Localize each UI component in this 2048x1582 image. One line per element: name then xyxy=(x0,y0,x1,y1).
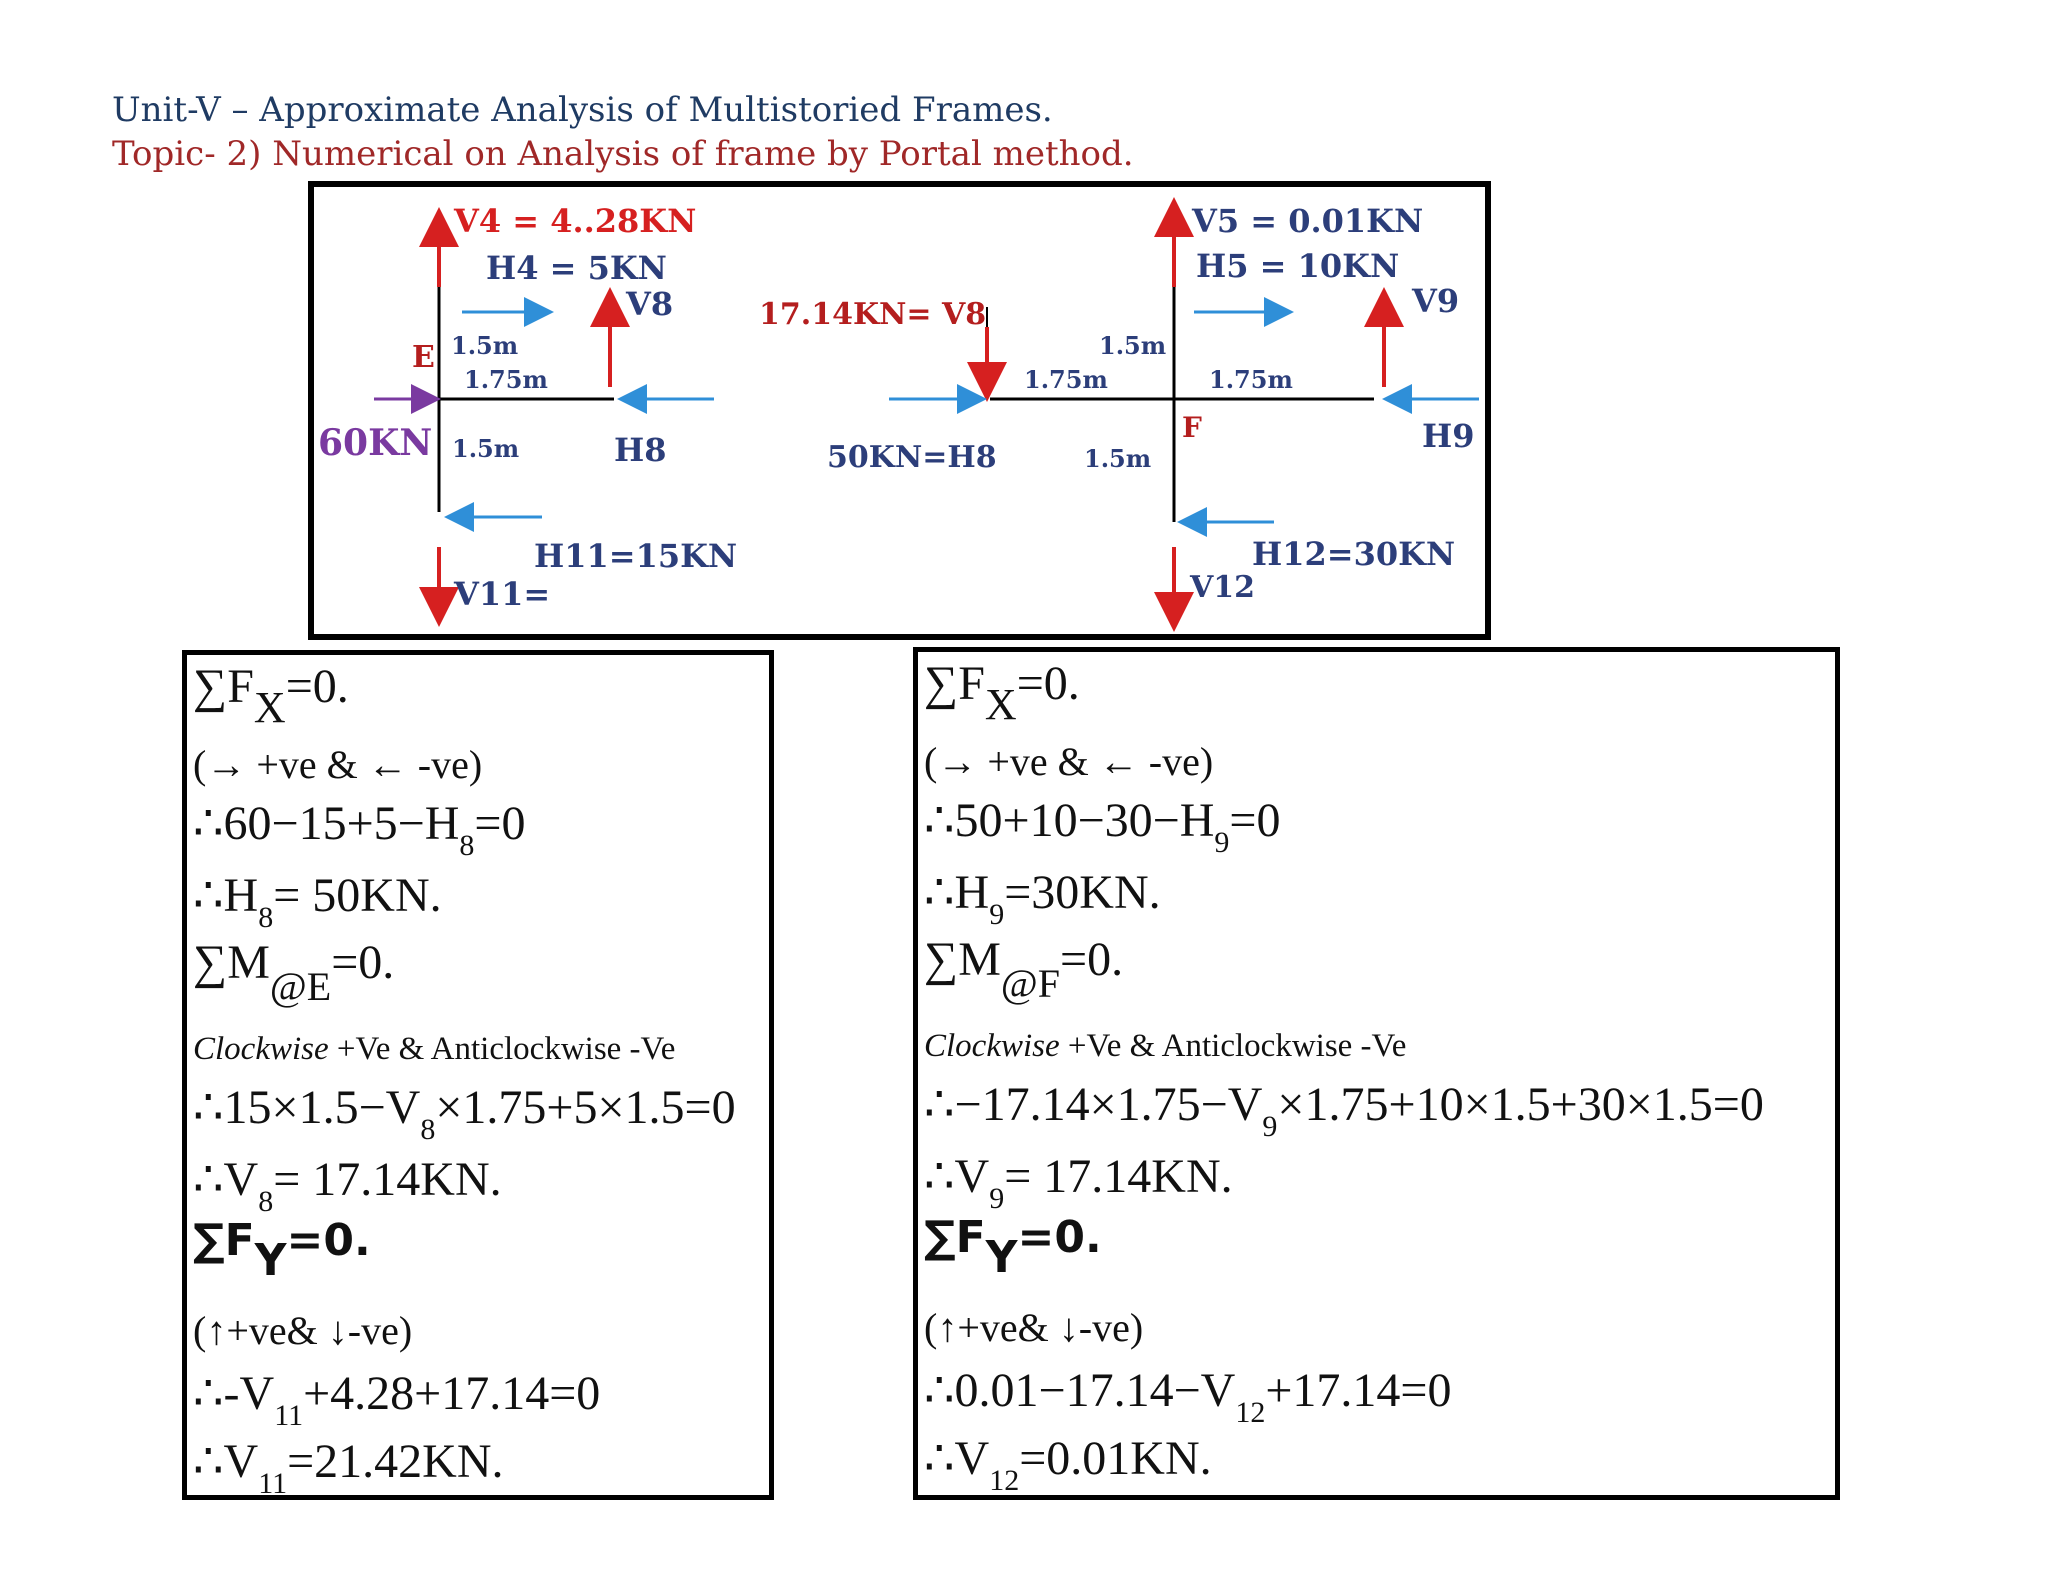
v8-left-label: V8 xyxy=(625,285,673,323)
h8-result: ∴H8= 50KN. xyxy=(193,869,442,934)
v8-result: ∴V8= 17.14KN. xyxy=(193,1153,502,1218)
dim-15-top-left: 1.5m xyxy=(451,331,518,360)
v9-label: V9 xyxy=(1411,282,1459,320)
load-60-label: 60KN xyxy=(318,422,432,464)
dim-175-right-a: 1.75m xyxy=(1024,365,1108,394)
fy-equation: ∴0.01−17.14−V12+17.14=0 xyxy=(924,1364,1452,1429)
fx-equation: ∴50+10−30−H9=0 xyxy=(924,794,1281,859)
sum-moment-heading: ∑M@E=0. xyxy=(193,936,395,1009)
free-body-diagram: V4 = 4..28KN H4 = 5KN V8 E 1.5m 1.75m 60… xyxy=(308,181,1491,640)
v12-result: ∴V12=0.01KN. xyxy=(924,1432,1212,1497)
h9-result: ∴H9=30KN. xyxy=(924,866,1161,931)
moment-equation: ∴15×1.5−V8×1.75+5×1.5=0 xyxy=(193,1081,736,1146)
moment-equation: ∴−17.14×1.75−V9×1.75+10×1.5+30×1.5=0 xyxy=(924,1078,1764,1143)
dim-15-top-right: 1.5m xyxy=(1099,331,1166,360)
moment-sign-convention: Clockwise +Ve & Anticlockwise -Ve xyxy=(924,1028,1407,1064)
dim-175-right-b: 1.75m xyxy=(1209,365,1293,394)
joint-e-equations: ∑FX=0. (→ +ve & ← -ve) ∴60−15+5−H8=0 ∴H8… xyxy=(182,650,774,1500)
joint-f-label: F xyxy=(1182,411,1202,444)
fx-equation: ∴60−15+5−H8=0 xyxy=(193,797,526,862)
v9-result: ∴V9= 17.14KN. xyxy=(924,1150,1233,1215)
sum-fy-heading: ∑FY=0. xyxy=(193,1215,371,1286)
sign-convention-x: (→ +ve & ← -ve) xyxy=(193,742,483,787)
dim-175-left: 1.75m xyxy=(464,365,548,394)
sum-fx-heading: ∑FX=0. xyxy=(924,657,1080,729)
sum-fy-heading: ∑FY=0. xyxy=(924,1212,1102,1283)
v11-result: ∴V11=21.42KN. xyxy=(193,1435,504,1500)
v8-right-label: 17.14KN= V8 xyxy=(759,297,986,332)
moment-sign-convention: Clockwise +Ve & Anticlockwise -Ve xyxy=(193,1031,676,1067)
topic-heading: Topic- 2) Numerical on Analysis of frame… xyxy=(112,134,1134,174)
joint-f-equations: ∑FX=0. (→ +ve & ← -ve) ∴50+10−30−H9=0 ∴H… xyxy=(913,647,1840,1500)
sum-moment-heading: ∑M@F=0. xyxy=(924,933,1124,1006)
h12-label: H12=30KN xyxy=(1252,535,1455,573)
sign-convention-y: (↑+ve& ↓-ve) xyxy=(924,1305,1144,1350)
v4-label: V4 = 4..28KN xyxy=(453,202,696,240)
fy-equation: ∴-V11+4.28+17.14=0 xyxy=(193,1367,601,1432)
unit-heading: Unit-V – Approximate Analysis of Multist… xyxy=(112,90,1053,130)
h8-left-label: H8 xyxy=(614,431,667,469)
free-body-diagram-svg: V4 = 4..28KN H4 = 5KN V8 E 1.5m 1.75m 60… xyxy=(318,197,1479,632)
h8-right-label: 50KN=H8 xyxy=(827,440,997,475)
sign-convention-x: (→ +ve & ← -ve) xyxy=(924,739,1214,784)
h11-label: H11=15KN xyxy=(534,537,737,575)
joint-e-label: E xyxy=(412,340,435,375)
dim-15-bot-right: 1.5m xyxy=(1084,444,1151,473)
v5-label: V5 = 0.01KN xyxy=(1191,202,1423,240)
v12-label: V12 xyxy=(1189,570,1255,605)
h4-label: H4 = 5KN xyxy=(486,249,667,287)
h9-label: H9 xyxy=(1422,417,1475,455)
h5-label: H5 = 10KN xyxy=(1196,247,1399,285)
sum-fx-heading: ∑FX=0. xyxy=(193,660,349,732)
sign-convention-y: (↑+ve& ↓-ve) xyxy=(193,1308,413,1353)
dim-15-bot-left: 1.5m xyxy=(452,434,519,463)
v11-label: V11= xyxy=(453,575,550,613)
